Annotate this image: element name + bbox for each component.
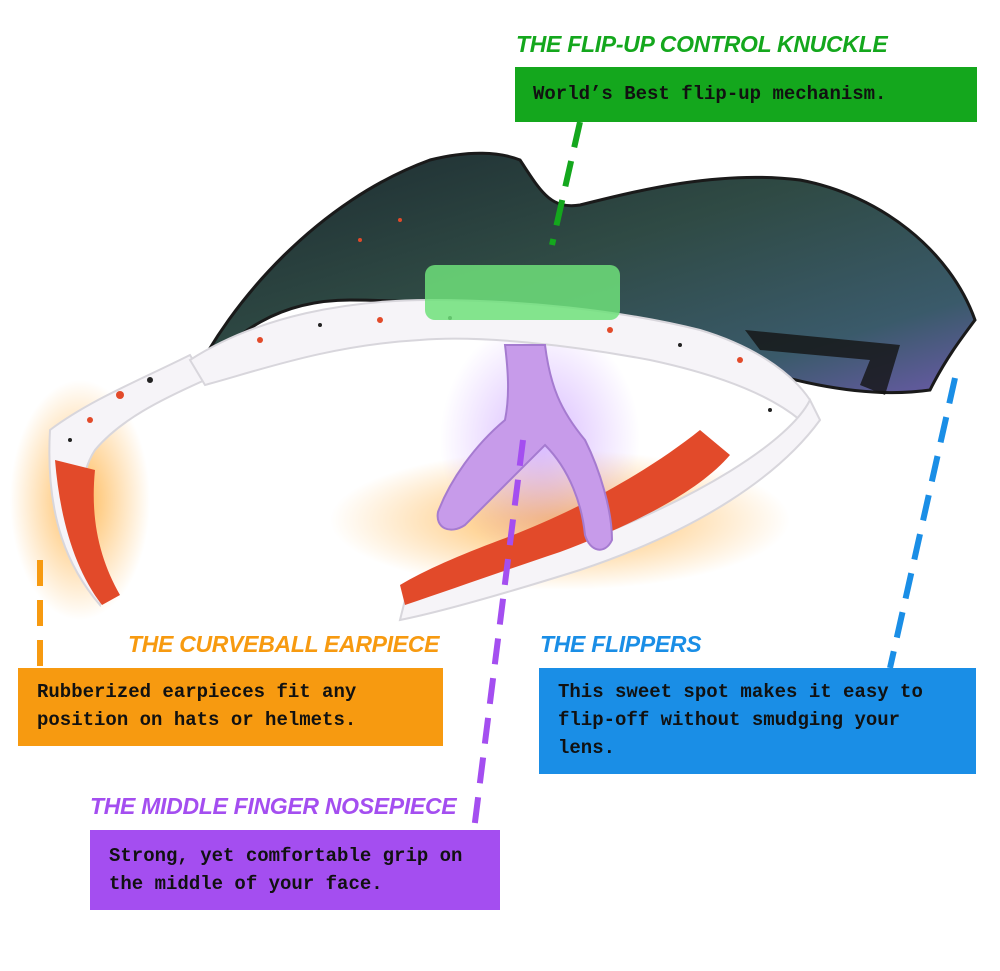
earpiece-description-box: Rubberized earpieces fit any position on… — [18, 668, 443, 746]
paint-speckles — [68, 218, 772, 442]
knuckle-title: THE FLIP-UP CONTROL KNUCKLE — [516, 31, 888, 57]
earpiece-title: THE CURVEBALL EARPIECE — [128, 631, 440, 657]
flippers-connector — [887, 377, 958, 669]
lens-logo — [745, 330, 900, 395]
knuckle-description-box: World’s Best flip-up mechanism. — [515, 67, 977, 122]
left-earpiece-rubber — [55, 460, 120, 605]
control-knuckle — [425, 265, 620, 320]
right-earpiece — [398, 397, 822, 622]
flippers-description-box: This sweet spot makes it easy to flip-of… — [539, 668, 976, 774]
nosepiece-title: THE MIDDLE FINGER NOSEPIECE — [90, 793, 457, 819]
nosepiece-connector — [471, 439, 526, 831]
right-earpiece-rubber — [400, 430, 730, 605]
flippers-title: THE FLIPPERS — [540, 631, 702, 657]
nosepiece-description-box: Strong, yet comfortable grip on the midd… — [90, 830, 500, 910]
knuckle-connector — [549, 121, 583, 246]
